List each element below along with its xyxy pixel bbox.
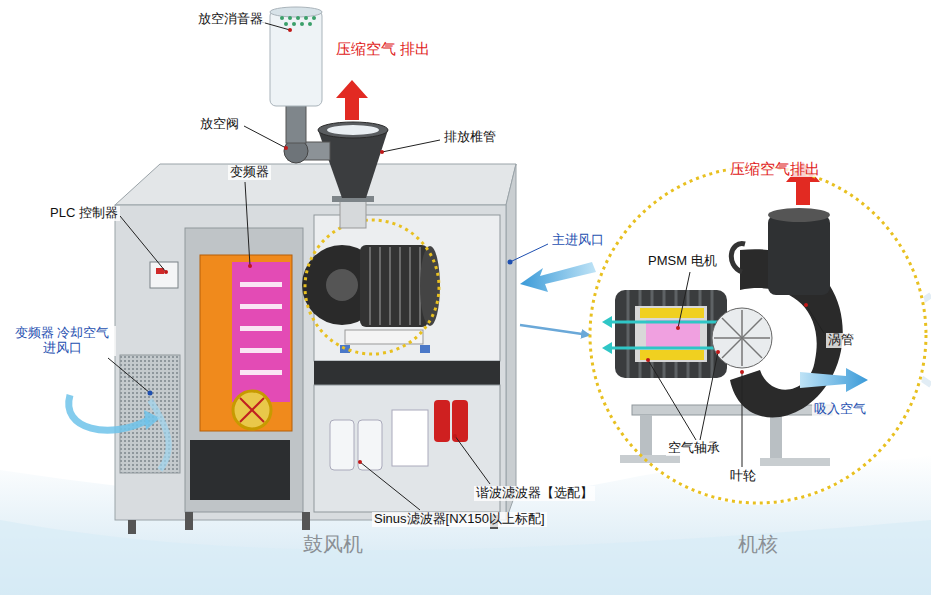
dashed-circle xyxy=(590,167,926,503)
part-label: 放空阀 xyxy=(198,117,241,132)
part-label: 排放椎管 xyxy=(442,130,498,145)
part-label: 空气轴承 xyxy=(666,441,722,456)
part-label: 变频器 xyxy=(228,165,271,180)
part-label: 放空消音器 xyxy=(196,12,265,27)
core-circle: 机核 xyxy=(588,165,928,560)
part-label: 谐波滤波器【选配】 xyxy=(474,486,595,501)
flow-connector xyxy=(520,325,589,335)
flow-label: 压缩空气 排出 xyxy=(334,40,432,57)
flow-label: 吸入空气 xyxy=(812,402,868,417)
node-caption: 机核 xyxy=(738,532,778,556)
part-label: PMSM 电机 xyxy=(646,254,719,269)
flow-label: 变频器 冷却空气 进风口 xyxy=(8,326,116,356)
part-label: PLC 控制器 xyxy=(48,206,120,221)
node-caption: 鼓风机 xyxy=(303,532,363,556)
core-circle-outline xyxy=(588,165,928,505)
flow-label: 压缩空气排出 xyxy=(728,160,822,177)
part-label: Sinus滤波器[NX150以上标配] xyxy=(372,512,547,527)
blower-unit: 鼓风机 xyxy=(110,160,520,560)
part-label: 涡管 xyxy=(826,333,856,348)
flow-label: 主进风口 xyxy=(550,233,606,248)
part-label: 叶轮 xyxy=(728,469,758,484)
